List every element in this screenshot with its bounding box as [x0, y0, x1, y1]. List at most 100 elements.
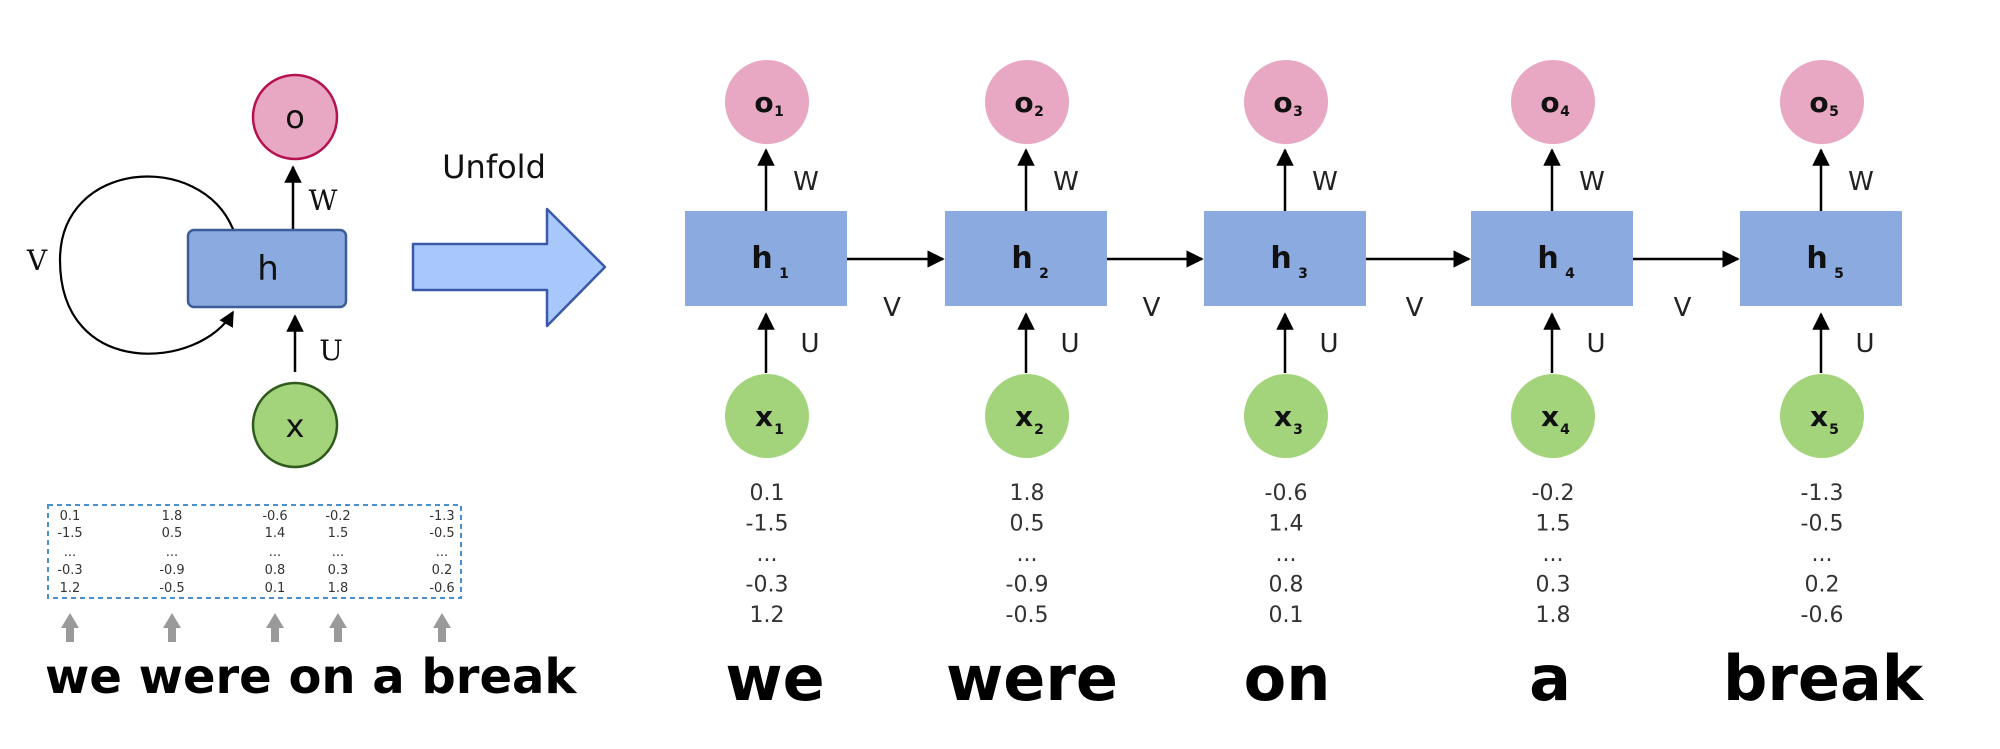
- hidden-node: [1740, 211, 1902, 306]
- vector-value: -0.2: [1532, 481, 1575, 506]
- v-label: V: [883, 293, 901, 323]
- output-node: [1244, 60, 1328, 144]
- vector-value: 0.5: [1010, 512, 1045, 537]
- hidden-subscript: 5: [1834, 266, 1844, 282]
- embedding-table-box: [47, 504, 462, 599]
- input-node: [985, 374, 1069, 458]
- vector-value: 0.8: [1269, 573, 1304, 598]
- embedding-arrows: [61, 613, 451, 642]
- embedding-value: -1.5: [57, 526, 82, 541]
- w-label: W: [1312, 167, 1338, 197]
- input-label: x: [1810, 400, 1828, 433]
- hidden-subscript: 1: [779, 266, 789, 282]
- word-label: were: [946, 642, 1118, 715]
- up-arrow-icon: [329, 613, 347, 642]
- word-label: we: [725, 642, 824, 715]
- output-subscript: 4: [1560, 104, 1570, 120]
- folded-input-node: [251, 381, 339, 469]
- embedding-value: 0.5: [162, 526, 183, 541]
- vector-value: 0.2: [1805, 573, 1840, 598]
- v-label: V: [1143, 293, 1161, 323]
- w-label: W: [1848, 167, 1874, 197]
- embedding-value: 0.8: [265, 563, 286, 578]
- output-subscript: 3: [1293, 104, 1303, 120]
- vector-value: -0.9: [1006, 573, 1049, 598]
- folded-rnn: o W h V U x: [26, 73, 348, 469]
- vector-value: ...: [1812, 542, 1833, 567]
- vector-value: -0.3: [746, 573, 789, 598]
- u-label: U: [1586, 329, 1605, 359]
- output-label: o: [1540, 86, 1559, 119]
- output-node: [1511, 60, 1595, 144]
- input-subscript: 5: [1829, 422, 1839, 438]
- vector-value: -1.5: [746, 512, 789, 537]
- embedding-value: 1.5: [328, 526, 349, 541]
- folded-hidden-node: [186, 228, 348, 309]
- input-label: x: [755, 400, 773, 433]
- u-label: U: [1855, 329, 1874, 359]
- vector-value: -0.5: [1006, 603, 1049, 628]
- embedding-value: -0.9: [159, 563, 184, 578]
- embedding-value: 1.2: [60, 581, 81, 596]
- folded-hidden-label: h: [257, 249, 279, 289]
- input-node: [1780, 374, 1864, 458]
- hidden-label: h: [1806, 241, 1827, 276]
- folded-input-label: x: [286, 407, 305, 445]
- up-arrow-icon: [433, 613, 451, 642]
- vector-value: 0.3: [1536, 573, 1571, 598]
- input-subscript: 3: [1293, 422, 1303, 438]
- v-label: V: [1674, 293, 1692, 323]
- folded-u-label: U: [319, 334, 343, 367]
- embedding-value: 0.1: [60, 509, 81, 524]
- folded-v-label: V: [26, 244, 48, 277]
- hidden-subscript: 3: [1298, 266, 1308, 282]
- output-node: [1780, 60, 1864, 144]
- vector-value: -0.6: [1265, 481, 1308, 506]
- embedding-value: -0.6: [429, 581, 454, 596]
- vector-value: 1.2: [750, 603, 785, 628]
- v-label: V: [1406, 293, 1424, 323]
- hidden-node: [1204, 211, 1366, 306]
- vector-value: 1.8: [1536, 603, 1571, 628]
- output-label: o: [754, 86, 773, 119]
- vector-value: ...: [1543, 542, 1564, 567]
- unfold-label: Unfold: [442, 148, 546, 186]
- embedding-value: 1.4: [265, 526, 286, 541]
- embedding-value: -0.6: [262, 509, 287, 524]
- input-label: x: [1541, 400, 1559, 433]
- embedding-value: -0.5: [159, 581, 184, 596]
- input-node: [1244, 374, 1328, 458]
- embedding-value: 0.3: [328, 563, 349, 578]
- w-label: W: [793, 167, 819, 197]
- output-label: o: [1809, 86, 1828, 119]
- vector-value: ...: [1276, 542, 1297, 567]
- embedding-value: -1.3: [429, 509, 454, 524]
- hidden-node: [945, 211, 1107, 306]
- vector-value: -1.3: [1801, 481, 1844, 506]
- input-label: x: [1274, 400, 1292, 433]
- folded-output-label: o: [285, 98, 305, 136]
- w-label: W: [1579, 167, 1605, 197]
- embedding-value: 0.2: [432, 563, 453, 578]
- output-node: [985, 60, 1069, 144]
- embedding-value: ...: [64, 545, 76, 560]
- embedding-value: ...: [166, 545, 178, 560]
- vector-value: 0.1: [750, 481, 785, 506]
- word-label: on: [1244, 642, 1331, 715]
- output-subscript: 2: [1034, 104, 1044, 120]
- u-label: U: [800, 329, 819, 359]
- input-subscript: 4: [1560, 422, 1570, 438]
- up-arrow-icon: [61, 613, 79, 642]
- vector-value: ...: [757, 542, 778, 567]
- hidden-node: [685, 211, 847, 306]
- u-label: U: [1319, 329, 1338, 359]
- embedding-columns: 0.1-1.5...-0.31.21.80.5...-0.9-0.5-0.61.…: [57, 509, 454, 596]
- vector-value: -0.6: [1801, 603, 1844, 628]
- unfold-arrow: [411, 207, 607, 328]
- input-subscript: 2: [1034, 422, 1044, 438]
- folded-output-node: [251, 73, 339, 161]
- u-label: U: [1060, 329, 1079, 359]
- hidden-label: h: [1537, 241, 1558, 276]
- up-arrow-icon: [266, 613, 284, 642]
